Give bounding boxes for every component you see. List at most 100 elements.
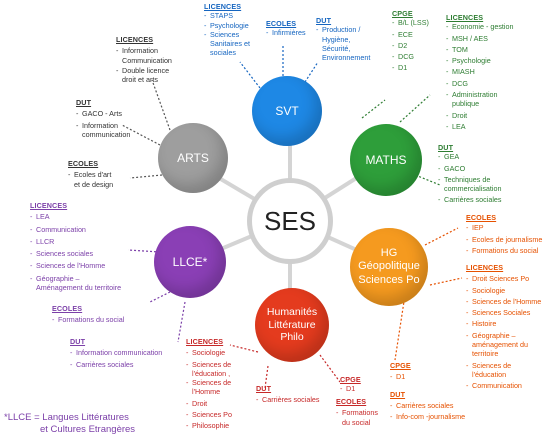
list-item: Géographie – bbox=[36, 273, 80, 283]
hg-licences-block: LICENCES -Droit Sciences Po -Sociologie … bbox=[466, 263, 542, 391]
list-item: ECE bbox=[398, 29, 413, 39]
humanites-licences-heading: LICENCES bbox=[186, 337, 224, 346]
maths-licences-block: LICENCES -Economie - gestion -MSH / AES … bbox=[446, 13, 514, 131]
list-item: Sécurité, bbox=[322, 43, 351, 53]
list-item: publique bbox=[452, 99, 480, 109]
hg-cpge-heading: CPGE bbox=[390, 361, 411, 370]
svt-ecoles-heading: ECOLES bbox=[266, 19, 297, 28]
list-item: Sociologie bbox=[192, 348, 226, 358]
list-item: Sociologie bbox=[472, 285, 506, 295]
list-item: DCG bbox=[452, 78, 468, 88]
list-item: l'Homme bbox=[192, 387, 221, 397]
list-item: Droit bbox=[452, 110, 468, 120]
list-item: TOM bbox=[452, 44, 468, 54]
list-item: Communication bbox=[472, 381, 522, 391]
list-item: Droit Sciences Po bbox=[472, 274, 530, 284]
list-item: Sciences bbox=[210, 29, 240, 39]
node-hg-line1: HG bbox=[380, 247, 398, 260]
center-node-ses: SES bbox=[247, 178, 333, 264]
list-item: Sciences de bbox=[192, 378, 232, 388]
list-item: Carrières sociales bbox=[262, 395, 320, 405]
list-item: Sciences de bbox=[192, 359, 232, 369]
list-item: Formations du social bbox=[472, 245, 539, 255]
list-item: Info-com -journalisme bbox=[396, 411, 466, 421]
maths-dut-block: DUT -GEA -GACO -Techniques de commercial… bbox=[438, 143, 502, 205]
list-item: Droit bbox=[192, 398, 208, 408]
node-humanites-line2: Littérature bbox=[268, 318, 316, 331]
node-llce: LLCE* bbox=[154, 226, 226, 298]
list-item: Carrières sociales bbox=[396, 401, 454, 411]
arts-licences-block: LICENCES -Information Communication -Dou… bbox=[116, 35, 172, 85]
list-item: sociales bbox=[210, 48, 236, 58]
maths-cpge-heading: CPGE bbox=[392, 9, 413, 18]
list-item: l'éducation , bbox=[192, 368, 231, 378]
list-item: Communication bbox=[36, 224, 86, 234]
list-item: Sanitaires et bbox=[210, 39, 250, 49]
humanites-cpge-heading: CPGE bbox=[340, 375, 361, 384]
node-arts: ARTS bbox=[158, 123, 228, 193]
list-item: STAPS bbox=[210, 11, 234, 21]
llce-licences-block: LICENCES -LEA -Communication -LLCR -Scie… bbox=[30, 201, 122, 292]
llce-ecoles-block: ECOLES -Formations du social bbox=[52, 304, 125, 325]
list-item: Psychologie bbox=[210, 20, 249, 30]
list-item: Double licence bbox=[122, 65, 170, 75]
list-item: Formations bbox=[342, 408, 378, 418]
list-item: D1 bbox=[396, 372, 406, 382]
list-item: Information bbox=[122, 46, 158, 56]
list-item: Information communication bbox=[76, 348, 163, 358]
humanites-dut-block: DUT -Carrières sociales bbox=[256, 384, 320, 405]
list-item: commercialisation bbox=[444, 184, 502, 194]
center-label: SES bbox=[263, 205, 317, 236]
list-item: Sciences de l'Homme bbox=[472, 296, 542, 306]
list-item: Environnement bbox=[322, 53, 371, 63]
hg-licences-heading: LICENCES bbox=[466, 263, 504, 272]
node-maths-label: MATHS bbox=[365, 153, 407, 167]
arts-dut-heading: DUT bbox=[76, 98, 92, 107]
llce-footnote: *LLCE = Langues Littératures et Cultures… bbox=[4, 412, 135, 436]
list-item: Sciences sociales bbox=[36, 249, 94, 259]
arts-ecoles-block: ECOLES -Ecoles d'art et de design bbox=[68, 159, 114, 189]
list-item: Communication bbox=[122, 55, 172, 65]
arts-dut-block: DUT -GACO - Arts -Information communicat… bbox=[76, 98, 131, 139]
arts-ecoles-heading: ECOLES bbox=[68, 159, 99, 168]
humanites-ecoles-heading: ECOLES bbox=[336, 397, 367, 406]
maths-dut-heading: DUT bbox=[438, 143, 454, 152]
humanites-cpge-block: CPGE -D1 bbox=[340, 375, 361, 394]
list-item: B/L (LSS) bbox=[398, 18, 429, 28]
maths-cpge-block: CPGE -B/L (LSS) -ECE -D2 -DCG -D1 bbox=[392, 9, 429, 73]
list-item: Philosophie bbox=[192, 421, 230, 431]
humanites-licences-block: LICENCES -Sociologie -Sciences de l'éduc… bbox=[186, 337, 232, 431]
svt-licences-block: LICENCES -STAPS -Psychologie -Sciences S… bbox=[204, 2, 250, 58]
list-item: GACO bbox=[444, 163, 466, 173]
hg-cpge-block: CPGE -D1 bbox=[390, 361, 411, 382]
footnote-line-1: *LLCE = Langues Littératures bbox=[4, 412, 129, 423]
list-item: DCG bbox=[398, 52, 414, 62]
svt-ecoles-block: ECOLES -Infirmières bbox=[266, 19, 306, 38]
hg-ecoles-heading: ECOLES bbox=[466, 213, 497, 222]
list-item: Sciences de l'Homme bbox=[36, 261, 106, 271]
list-item: Information bbox=[82, 120, 118, 130]
llce-licences-heading: LICENCES bbox=[30, 201, 68, 210]
list-item: Sciences de bbox=[472, 360, 512, 370]
list-item: D1 bbox=[398, 63, 408, 73]
hg-dut-block: DUT -Carrières sociales -Info-com -journ… bbox=[390, 390, 466, 421]
list-item: D1 bbox=[346, 384, 356, 394]
list-item: Ecoles de journalisme bbox=[472, 234, 543, 244]
hg-ecoles-block: ECOLES -IEP -Ecoles de journalisme -Form… bbox=[466, 213, 543, 255]
node-humanites-line3: Philo bbox=[280, 331, 304, 344]
hg-dut-heading: DUT bbox=[390, 390, 406, 399]
node-hg: HG Géopolitique Sciences Po bbox=[350, 228, 428, 306]
node-svt: SVT bbox=[252, 76, 322, 146]
llce-dut-block: DUT -Information communication -Carrière… bbox=[70, 337, 163, 369]
node-humanites: Humanités Littérature Philo bbox=[255, 288, 329, 362]
node-hg-line2: Géopolitique bbox=[358, 260, 420, 273]
list-item: Histoire bbox=[472, 319, 497, 329]
node-maths: MATHS bbox=[350, 124, 422, 196]
node-hg-line3: Sciences Po bbox=[358, 273, 420, 286]
arts-licences-heading: LICENCES bbox=[116, 35, 154, 44]
maths-licences-heading: LICENCES bbox=[446, 13, 484, 22]
node-svt-label: SVT bbox=[275, 104, 299, 118]
list-item: MSH / AES bbox=[452, 33, 488, 43]
list-item: Carrières sociales bbox=[444, 195, 502, 205]
list-item: GACO - Arts bbox=[82, 109, 122, 119]
